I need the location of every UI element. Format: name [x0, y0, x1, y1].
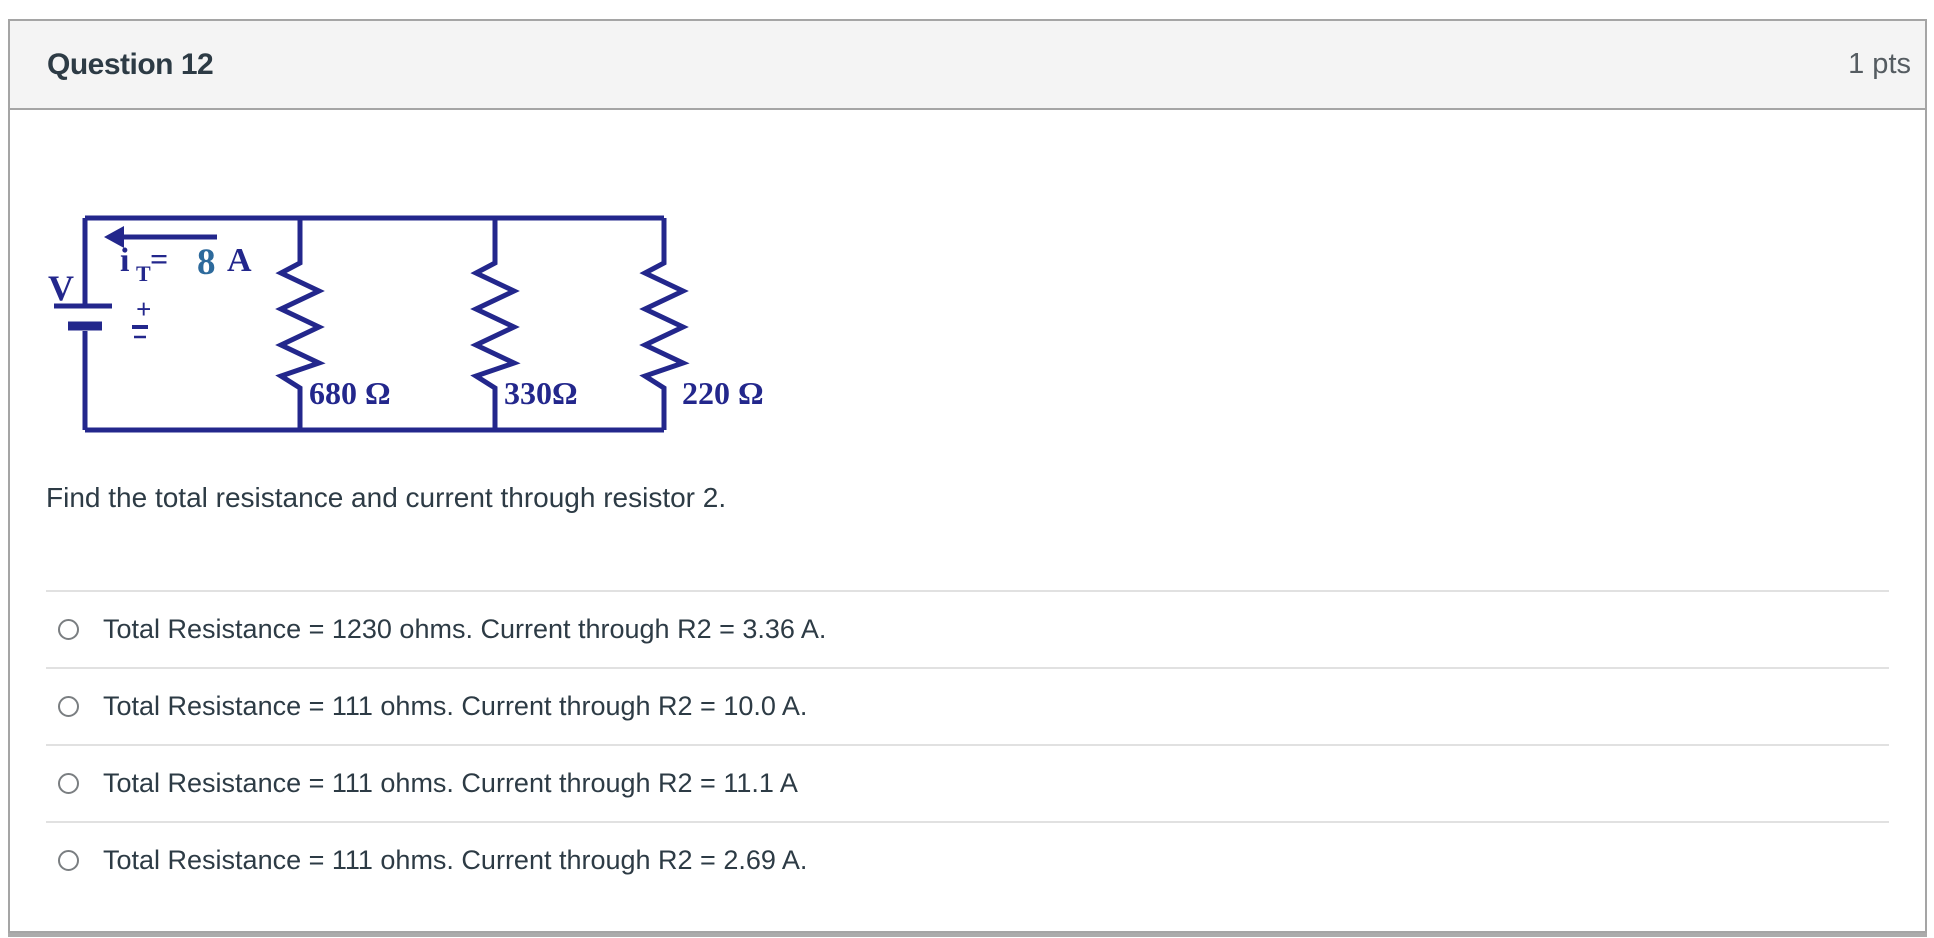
radio-button-2[interactable]: [58, 696, 79, 717]
question-box: Question 12 1 pts: [8, 19, 1927, 933]
resistor-3-icon: [639, 218, 690, 430]
circuit-diagram: V i T = A + 680 Ω 330Ω 220 Ω 8: [46, 203, 1889, 448]
question-text: Find the total resistance and current th…: [46, 482, 727, 513]
circuit-wires: [54, 215, 690, 433]
resistor-1-icon: [275, 218, 326, 430]
circuit-labels: V i T = A + 680 Ω 330Ω 220 Ω: [48, 241, 764, 411]
answer-option-label: Total Resistance = 111 ohms. Current thr…: [103, 845, 808, 875]
resistor-3-label: 220 Ω: [682, 375, 764, 411]
question-title: Question 12: [47, 47, 214, 81]
current-symbol: i: [120, 242, 129, 279]
current-value: 8: [197, 242, 216, 283]
radio-button-4[interactable]: [58, 850, 79, 871]
radio-button-3[interactable]: [58, 773, 79, 794]
plus-sign: +: [136, 294, 151, 324]
resistor-2-icon: [470, 218, 521, 430]
answers-list: Total Resistance = 1230 ohms. Current th…: [46, 590, 1889, 898]
answer-option-2[interactable]: Total Resistance = 111 ohms. Current thr…: [46, 667, 1889, 744]
question-content: V i T = A + 680 Ω 330Ω 220 Ω 8 Find the …: [10, 203, 1925, 898]
answer-option-label: Total Resistance = 1230 ohms. Current th…: [103, 614, 827, 644]
next-question-top-edge: [8, 933, 1927, 937]
answer-option-4[interactable]: Total Resistance = 111 ohms. Current thr…: [46, 821, 1889, 898]
question-points: 1 pts: [1848, 48, 1911, 80]
circuit-svg: V i T = A + 680 Ω 330Ω 220 Ω 8: [48, 215, 764, 433]
current-subscript: T: [136, 261, 151, 286]
answer-option-label: Total Resistance = 111 ohms. Current thr…: [103, 768, 798, 798]
resistor-1-label: 680 Ω: [309, 375, 391, 411]
voltage-source-label: V: [48, 268, 74, 308]
question-header: Question 12 1 pts: [10, 21, 1925, 110]
resistor-2-label: 330Ω: [504, 375, 578, 411]
equals-sign: =: [150, 241, 168, 277]
answer-option-1[interactable]: Total Resistance = 1230 ohms. Current th…: [46, 590, 1889, 667]
current-arrow-head-icon: [104, 226, 124, 248]
radio-button-1[interactable]: [58, 619, 79, 640]
current-unit: A: [227, 242, 252, 279]
answer-option-label: Total Resistance = 111 ohms. Current thr…: [103, 691, 808, 721]
answer-option-3[interactable]: Total Resistance = 111 ohms. Current thr…: [46, 744, 1889, 821]
